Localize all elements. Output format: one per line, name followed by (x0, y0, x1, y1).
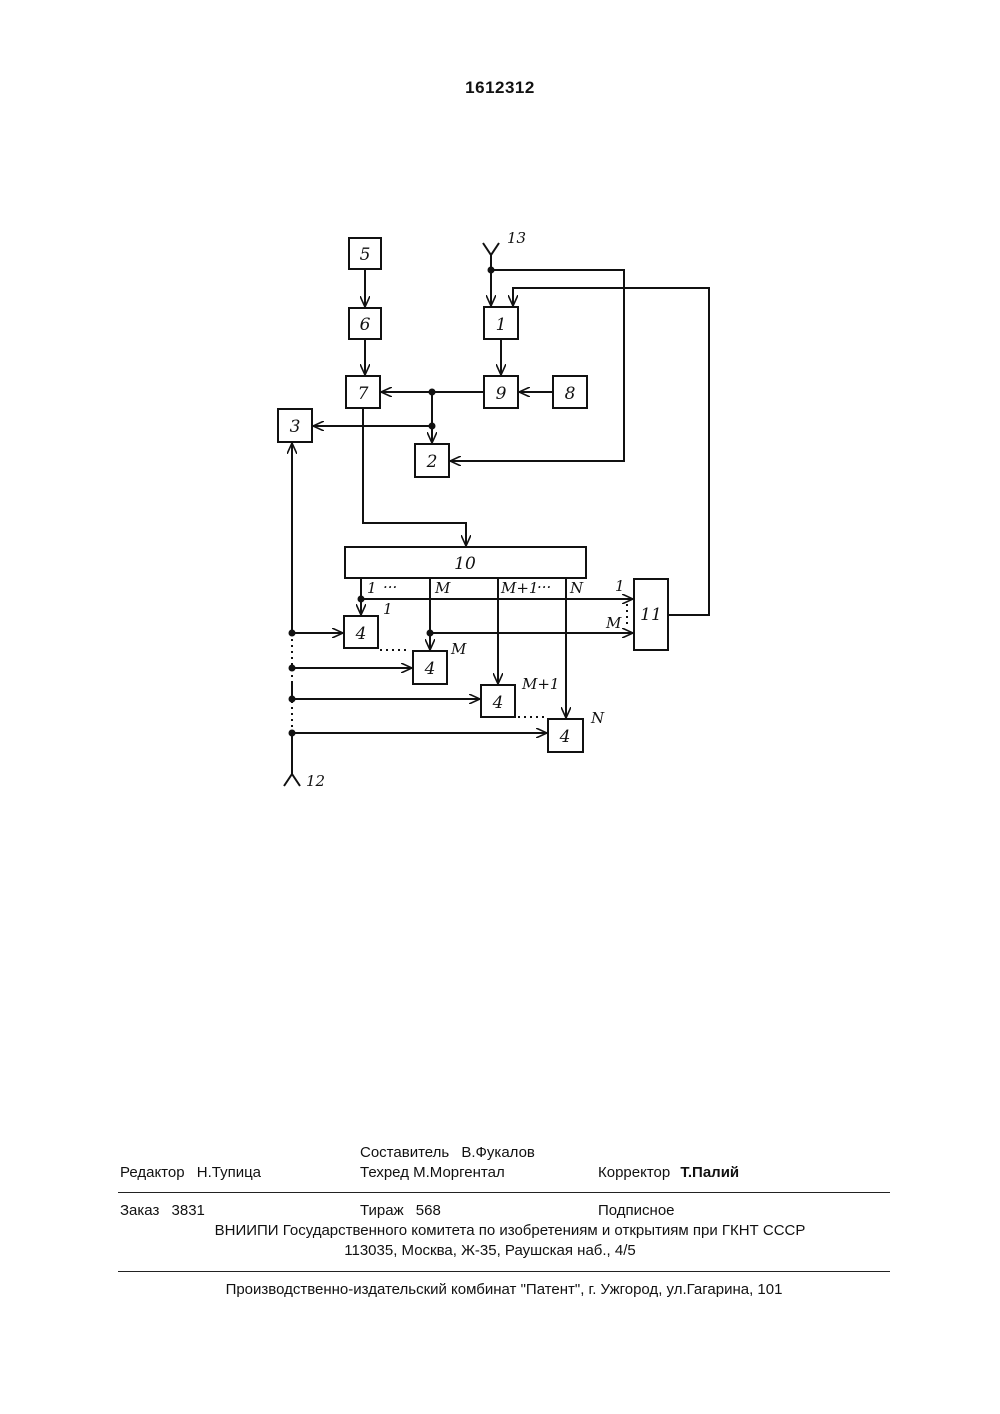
block-4-m1-label: 4 (492, 693, 504, 713)
block-4-m: 4 (413, 651, 447, 684)
block-4-n-label: 4 (559, 727, 571, 747)
block-10: 10 (345, 547, 586, 578)
block-6-label: 6 (360, 315, 371, 335)
label-idx-1: 1 (383, 600, 393, 618)
divider-top (118, 1192, 890, 1193)
techred-name: М.Моргентал (413, 1164, 505, 1181)
compiler-name: В.Фукалов (461, 1144, 535, 1161)
circulation-line: Тираж 568 (360, 1202, 441, 1219)
label-idx-m: M (450, 640, 467, 658)
label-in11-1: 1 (615, 577, 625, 595)
editor-line: Редактор Н.Тупица (120, 1164, 261, 1181)
editor-name: Н.Тупица (197, 1164, 261, 1181)
label-out-ellipsis-2: ··· (537, 578, 551, 596)
institute: ВНИИПИ Государственного комитета по изоб… (0, 1222, 1000, 1239)
block-5-label: 5 (360, 245, 371, 265)
circulation-number: 568 (416, 1202, 441, 1219)
block-11-label: 11 (640, 605, 662, 625)
order-number: 3831 (172, 1202, 205, 1219)
block-3: 3 (278, 409, 312, 442)
corrector-label: Корректор (598, 1164, 670, 1181)
techred-label: Техред (360, 1164, 409, 1181)
label-input-12: 12 (306, 772, 325, 790)
order-line: Заказ 3831 (120, 1202, 205, 1219)
label-out-m: M (434, 579, 451, 597)
editor-label: Редактор (120, 1164, 185, 1181)
label-idx-n: N (590, 709, 605, 727)
block-8-label: 8 (565, 384, 576, 404)
compiler-line: Составитель В.Фукалов (360, 1144, 535, 1161)
block-7-label: 7 (358, 384, 369, 404)
block-5: 5 (349, 238, 381, 269)
publisher: Производственно-издательский комбинат "П… (0, 1281, 1000, 1298)
block-9: 9 (484, 376, 518, 408)
address: 113035, Москва, Ж-35, Раушская наб., 4/5 (0, 1242, 980, 1259)
circulation-label: Тираж (360, 1202, 404, 1219)
order-label: Заказ (120, 1202, 159, 1219)
block-9-label: 9 (496, 384, 507, 404)
corrector-name: Т.Палий (680, 1164, 739, 1181)
label-out-1: 1 (367, 579, 377, 597)
block-6: 6 (349, 308, 381, 339)
label-out-m1: M+1 (500, 579, 538, 597)
block-4-1-label: 4 (355, 624, 367, 644)
label-in11-m: M (605, 614, 622, 632)
label-input-13: 13 (507, 229, 526, 247)
corrector-line: Корректор Т.Палий (598, 1164, 739, 1181)
block-1: 1 (484, 307, 518, 339)
block-7: 7 (346, 376, 380, 408)
block-4-m-label: 4 (424, 659, 436, 679)
block-2: 2 (415, 444, 449, 477)
block-4-n: 4 (548, 719, 583, 752)
block-8: 8 (553, 376, 587, 408)
block-4-1: 4 (344, 616, 378, 648)
subscription: Подписное (598, 1202, 675, 1219)
block-2-label: 2 (426, 452, 438, 472)
block-11: 11 (634, 579, 668, 650)
block-1-label: 1 (496, 315, 507, 335)
block-10-label: 10 (454, 554, 476, 574)
compiler-label: Составитель (360, 1144, 449, 1161)
divider-bottom (118, 1271, 890, 1272)
block-4-m1: 4 (481, 685, 515, 717)
label-out-ellipsis-1: ··· (383, 578, 397, 596)
block-3-label: 3 (290, 417, 301, 437)
techred-line: Техред М.Моргентал (360, 1164, 505, 1181)
label-out-n: N (569, 579, 584, 597)
label-idx-m1: M+1 (521, 675, 559, 693)
